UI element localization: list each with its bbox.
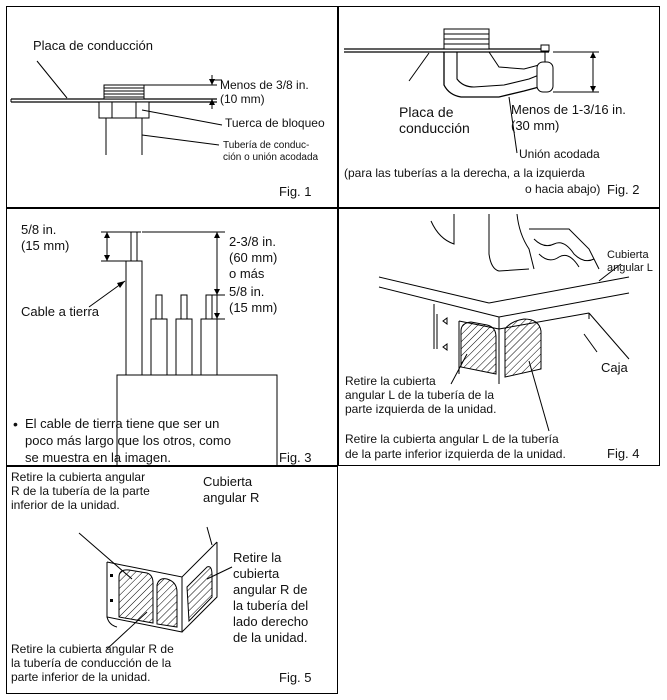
- fig2-plate-label-2: conducción: [399, 120, 470, 136]
- fig5-remove-bottom-2: R de la tubería de la parte: [11, 484, 150, 498]
- fig2-note-1: (para las tuberías a la derecha, a la iz…: [344, 166, 585, 180]
- fig1-distance-mm: (10 mm): [220, 92, 265, 106]
- fig1-pipe-label-1: Tubería de conduc-: [223, 140, 310, 151]
- fig5-drawing: [78, 526, 233, 650]
- fig3-drawing: [88, 231, 278, 465]
- fig3-right-dim-3: o más: [229, 266, 265, 281]
- fig1-distance-label: Menos de 3/8 in.: [220, 78, 309, 92]
- fig3-note-3: se muestra en la imagen.: [25, 450, 171, 465]
- fig4-cover-label-1: Cubierta: [607, 249, 649, 261]
- fig3-right-dim-5: (15 mm): [229, 300, 278, 315]
- fig5-remove-right-6: de la unidad.: [233, 630, 308, 645]
- fig5-remove-right-2: cubierta: [233, 566, 280, 581]
- fig4-remove-bottom-1: Retire la cubierta angular L de la tuber…: [345, 432, 559, 446]
- fig5-cover-label-2: angular R: [203, 490, 260, 505]
- fig5-remove-bottom-1: Retire la cubierta angular: [11, 470, 146, 484]
- fig2-distance-mm: (30 mm): [511, 118, 560, 133]
- fig1-pipe-label-2: ción o unión acodada: [223, 152, 319, 163]
- fig5-remove-conduit-2: la tubería de conducción de la: [11, 656, 172, 670]
- fig2-elbow-label: Unión acodada: [519, 147, 600, 161]
- fig3-note-2: poco más largo que los otros, como: [25, 433, 231, 448]
- fig1-panel: Placa de conducción Menos de 3/8 in. (10…: [6, 6, 338, 208]
- fig5-remove-right-3: angular R de: [233, 582, 308, 597]
- fig1-locknut-label: Tuerca de bloqueo: [225, 116, 325, 130]
- fig5-caption: Fig. 5: [279, 670, 312, 685]
- fig2-plate-label-1: Placa de: [399, 104, 454, 120]
- fig5-remove-conduit-1: Retire la cubierta angular R de: [11, 642, 174, 656]
- fig5-remove-right-4: la tubería del: [233, 598, 309, 613]
- fig4-remove-left-1: Retire la cubierta: [345, 374, 436, 388]
- fig3-ground-cable-label: Cable a tierra: [21, 304, 100, 319]
- fig4-caption: Fig. 4: [607, 446, 640, 461]
- fig2-note-2: o hacia abajo): [525, 182, 601, 196]
- fig4-drawing: [378, 213, 630, 432]
- fig5-remove-right-5: lado derecho: [233, 614, 309, 629]
- fig5-cover-label-1: Cubierta: [203, 474, 253, 489]
- fig3-note-1: El cable de tierra tiene que ser un: [25, 416, 220, 431]
- fig5-remove-conduit-3: parte inferior de la unidad.: [11, 670, 151, 684]
- fig3-top-dim-1: 5/8 in.: [21, 222, 57, 237]
- fig4-cover-label-2: angular L: [607, 262, 653, 274]
- fig3-panel: 5/8 in. (15 mm) 2-3/8 in. (60 mm) o más …: [6, 208, 338, 466]
- fig2-drawing: [344, 28, 599, 154]
- fig5-remove-bottom-3: inferior de la unidad.: [11, 498, 120, 512]
- fig3-caption: Fig. 3: [279, 450, 312, 465]
- fig2-caption: Fig. 2: [607, 182, 640, 197]
- fig3-right-dim-4: 5/8 in.: [229, 284, 265, 299]
- fig1-caption: Fig. 1: [279, 184, 312, 199]
- fig2-panel: Placa de conducción Menos de 1-3/16 in. …: [338, 6, 660, 208]
- fig4-remove-left-3: parte izquierda de la unidad.: [345, 402, 497, 416]
- fig4-panel: Cubierta angular L Caja Retire la cubier…: [338, 208, 660, 466]
- fig2-distance-label: Menos de 1-3/16 in.: [511, 102, 626, 117]
- fig5-remove-right-1: Retire la: [233, 550, 282, 565]
- fig4-box-label: Caja: [601, 360, 628, 375]
- fig5-panel: Retire la cubierta angular R de la tuber…: [6, 466, 338, 694]
- fig3-top-dim-2: (15 mm): [21, 238, 70, 253]
- fig3-right-dim-1: 2-3/8 in.: [229, 234, 276, 249]
- fig3-bullet: •: [13, 416, 18, 432]
- fig4-remove-bottom-2: de la parte inferior izquierda de la uni…: [345, 447, 566, 461]
- fig3-right-dim-2: (60 mm): [229, 250, 278, 265]
- fig1-drawing: [10, 60, 223, 155]
- fig1-plate-label: Placa de conducción: [33, 38, 153, 53]
- fig4-remove-left-2: angular L de la tubería de la: [345, 388, 494, 402]
